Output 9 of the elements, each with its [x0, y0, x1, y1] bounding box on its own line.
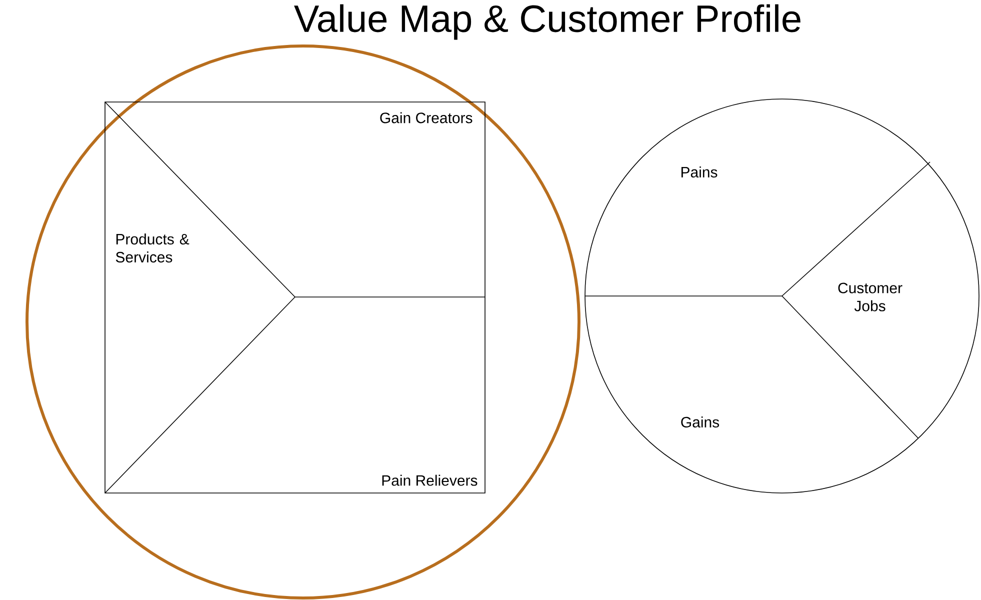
sector-label: Products & Services: [116, 234, 190, 262]
title: Value Map & Customer Profile: [294, 4, 800, 40]
customer-profile-circle: [584, 98, 980, 494]
value-map-square: [104, 102, 486, 494]
sector-label: Pain Relievers: [382, 474, 478, 486]
sector-label: Pains: [681, 166, 718, 178]
sector-label: Gains: [681, 416, 720, 428]
sector-label: Gain Creators: [380, 112, 472, 124]
sector-label: Customer Jobs: [838, 282, 902, 312]
